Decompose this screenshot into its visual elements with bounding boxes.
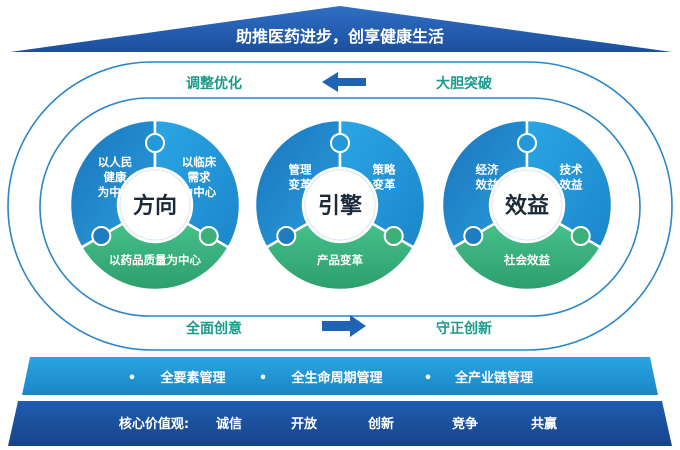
puzzle-piece-label: 策略变革: [372, 163, 396, 192]
puzzle-piece: [525, 118, 614, 250]
puzzle-knob: [383, 226, 404, 246]
loop-label-top-right: 大胆突破: [436, 75, 492, 92]
puzzle-knob: [517, 133, 537, 153]
puzzle-piece: [264, 221, 416, 292]
inner-loop-ring: [39, 97, 641, 317]
puzzle-piece-label: 社会效益: [503, 253, 550, 267]
puzzle-piece-label: 以药品质量为中心: [109, 253, 201, 267]
svg-text:•: •: [424, 371, 432, 386]
puzzle-piece-label: 以人民健康为中心: [98, 155, 133, 199]
header-slogan: 助推医药进步，创享健康生活: [236, 27, 444, 46]
management-item-3: • 全产业链管理: [424, 370, 533, 386]
puzzle-knob: [463, 226, 484, 246]
puzzle-knob: [330, 133, 350, 153]
puzzle-piece: [440, 118, 529, 250]
arrow-left-icon: [322, 72, 366, 92]
values-bar: [8, 401, 672, 446]
value-item: 开放: [291, 416, 318, 432]
puzzle-knob: [91, 226, 112, 246]
puzzle-piece: [253, 118, 342, 250]
circle-center-label: 方向: [133, 193, 177, 219]
puzzle-piece-label: 管理变革: [289, 163, 312, 192]
puzzle-piece: [79, 221, 231, 292]
value-item: 创新: [367, 416, 394, 432]
outer-loop-ring: [7, 61, 673, 351]
puzzle-piece-label: 技术效益: [560, 163, 583, 192]
svg-text:•: •: [259, 371, 267, 386]
puzzle-piece: [338, 118, 427, 250]
center-disc: [119, 169, 191, 241]
center-disc: [491, 169, 563, 241]
values-label: 核心价值观:: [119, 416, 189, 432]
center-disc: [304, 169, 376, 241]
management-item-2: • 全生命周期管理: [259, 370, 383, 386]
value-item: 诚信: [216, 416, 242, 432]
value-item: 竞争: [452, 416, 478, 432]
circle-center-label: 效益: [505, 193, 549, 219]
puzzle-knob: [145, 133, 165, 153]
roof-banner: [10, 6, 672, 52]
puzzle-knob: [276, 226, 297, 246]
puzzle-piece: [68, 118, 157, 250]
puzzle-piece: [451, 221, 603, 292]
management-item-label: 全生命周期管理: [290, 370, 382, 386]
puzzle-piece-label: 经济效益: [476, 163, 499, 192]
loop-label-bottom-right: 守正创新: [436, 320, 492, 337]
arrow-right-icon: [322, 315, 366, 337]
management-item-label: 全产业链管理: [454, 370, 533, 386]
management-item-label: 全要素管理: [159, 370, 225, 386]
puzzle-piece: [153, 118, 242, 250]
puzzle-piece-label: 产品变革: [317, 253, 363, 267]
loop-label-bottom-left: 全面创意: [185, 320, 242, 337]
puzzle-knob: [570, 226, 591, 246]
management-item-1: • 全要素管理: [128, 370, 226, 386]
management-bar: [22, 357, 658, 395]
puzzle-piece-label: 以临床需求为中心: [182, 155, 217, 199]
circle-center-label: 引擎: [318, 194, 362, 219]
puzzle-knob: [198, 226, 219, 246]
svg-text:•: •: [128, 371, 136, 386]
value-item: 共赢: [531, 416, 557, 432]
loop-label-top-left: 调整优化: [186, 75, 242, 92]
